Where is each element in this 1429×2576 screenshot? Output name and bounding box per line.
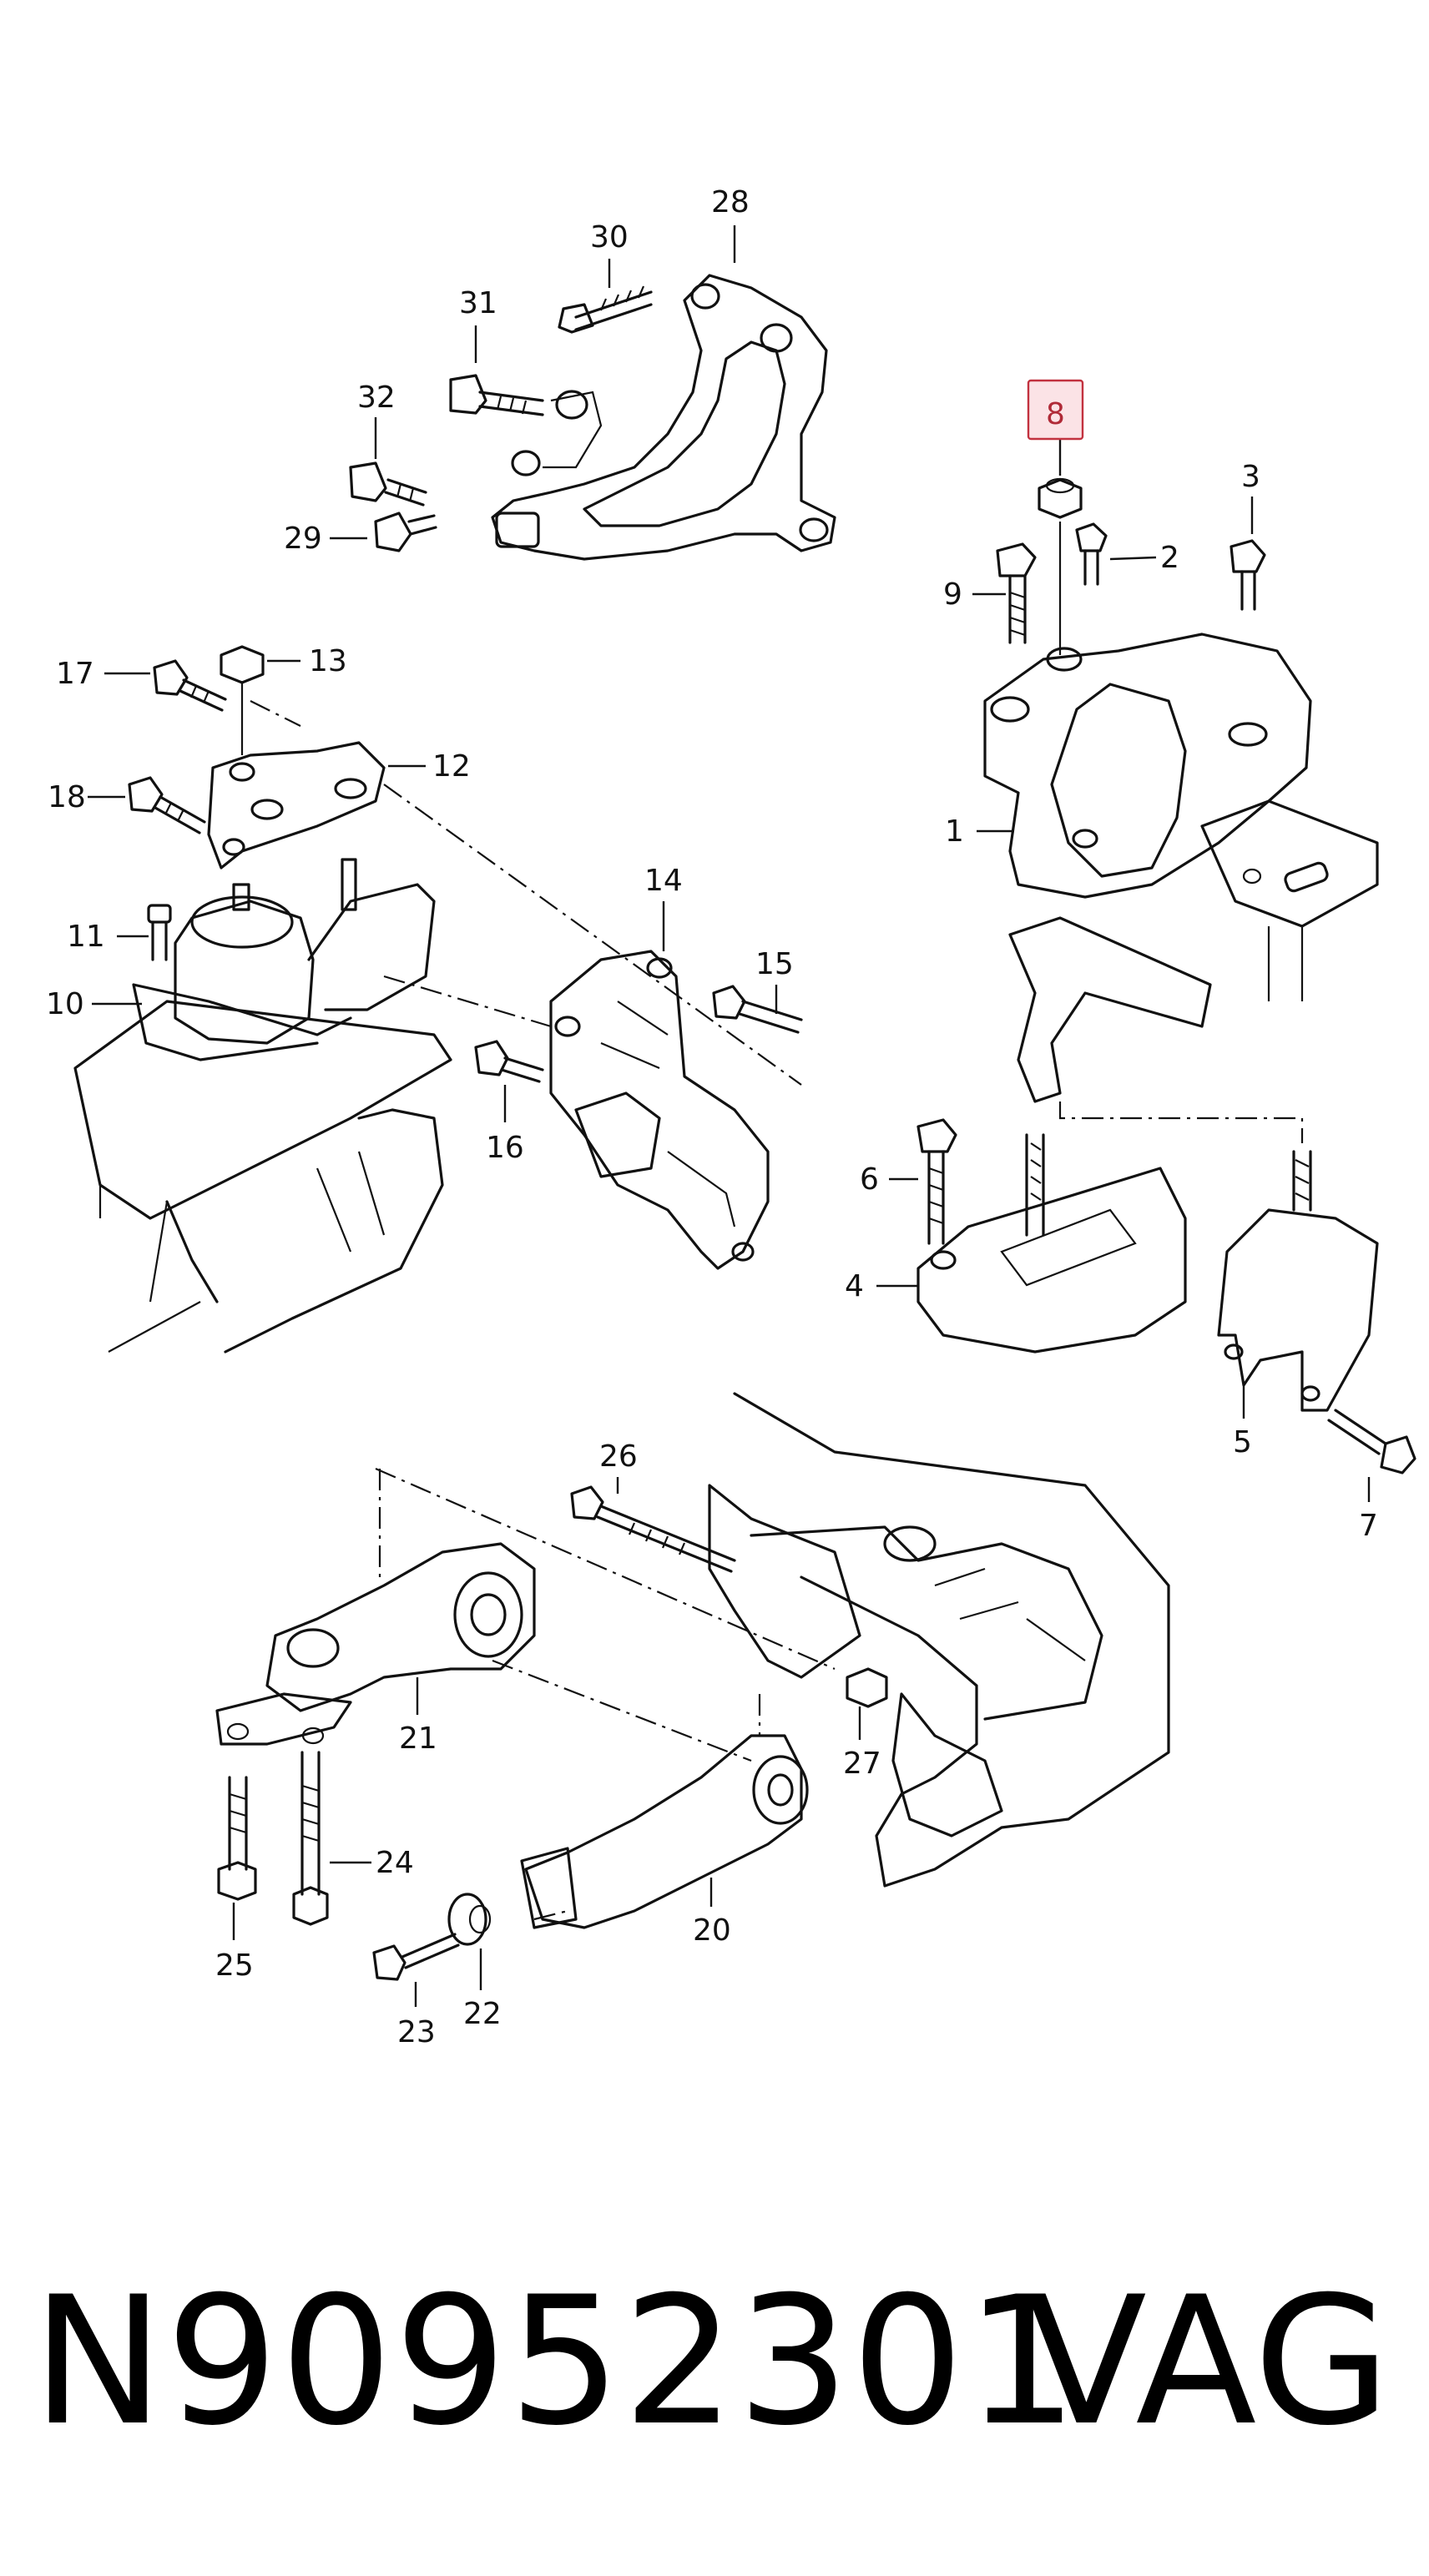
mount-bracket-14: [549, 950, 770, 1270]
callout-25: 25: [215, 1948, 254, 1983]
transmission-case: [73, 1000, 452, 1354]
callout-29: 29: [284, 522, 322, 556]
bolt-11: [147, 904, 172, 961]
callout-30: 30: [590, 220, 629, 255]
callout-21: 21: [399, 1722, 437, 1756]
bolt-16: [474, 1040, 544, 1083]
bolt-7: [1327, 1409, 1416, 1475]
callout-16: 16: [486, 1131, 524, 1165]
pendulum-support-21: [215, 1542, 536, 1746]
bracket-under-mount: [1008, 916, 1304, 1143]
callout-labels: 28 30 31 32 29 8 2 3 9 1 17 13 12 18 11 …: [46, 185, 1378, 2049]
callout-28: 28: [711, 185, 750, 219]
callout-11: 11: [67, 920, 105, 954]
bushing-22: [447, 1893, 492, 1946]
bolt-30: [558, 285, 653, 334]
bolt-25: [217, 1776, 257, 1901]
nut-8: [1038, 477, 1083, 655]
mount-5: [1217, 1150, 1379, 1412]
callout-1: 1: [945, 814, 964, 849]
callout-26: 26: [599, 1439, 638, 1474]
bolt-6: [916, 1118, 957, 1245]
exploded-parts-diagram: 28 30 31 32 29 8 2 3 9 1 17 13 12 18 11 …: [46, 185, 1416, 2049]
bolt-3: [1230, 539, 1266, 611]
torque-arm-20: [520, 1734, 809, 1929]
callout-3: 3: [1241, 460, 1260, 494]
callout-23: 23: [397, 2015, 436, 2049]
alignment-line-lower: [375, 1467, 836, 1921]
alignment-line-vertical: [378, 1469, 761, 1736]
engine-mount-1: [983, 633, 1379, 1001]
bolt-2: [1075, 522, 1108, 586]
callout-6: 6: [860, 1162, 879, 1197]
callout-32: 32: [357, 381, 396, 415]
callout-18: 18: [48, 780, 86, 814]
bolt-18: [128, 776, 206, 834]
callout-31: 31: [459, 286, 497, 320]
bolt-32: [349, 461, 427, 507]
bolt-24: [292, 1751, 329, 1926]
callout-15: 15: [755, 947, 794, 981]
bracket-12: [207, 741, 386, 870]
mount-4: [916, 1133, 1187, 1354]
callout-8: 8: [1046, 397, 1065, 431]
bolt-31: [449, 374, 544, 416]
subframe: [708, 1392, 1170, 1888]
bolt-29: [374, 512, 437, 552]
bolt-17: [153, 659, 227, 712]
callout-9: 9: [943, 577, 962, 612]
callout-14: 14: [644, 864, 683, 898]
callout-22: 22: [463, 1997, 502, 2031]
callout-20: 20: [693, 1913, 731, 1948]
callout-5: 5: [1233, 1425, 1252, 1459]
bolt-26: [570, 1485, 736, 1573]
bolt-15: [712, 985, 803, 1034]
callout-7: 7: [1359, 1509, 1378, 1543]
bolt-23: [372, 1933, 460, 1981]
callout-27: 27: [843, 1747, 881, 1781]
alignment-line-mid: [383, 975, 552, 1028]
nut-27: [846, 1667, 888, 1708]
nut-13: [220, 645, 265, 755]
callout-17: 17: [56, 657, 94, 691]
part-number: N90952301: [32, 2258, 1080, 2464]
callout-10: 10: [46, 987, 84, 1021]
engine-bracket-28: [491, 274, 836, 561]
callout-4: 4: [845, 1269, 864, 1303]
brand-name: VAG: [1025, 2258, 1391, 2464]
footer: N90952301 VAG: [0, 2236, 1429, 2487]
callout-24: 24: [376, 1846, 414, 1880]
leader-lines: [88, 225, 1371, 2007]
mount-10: [132, 858, 436, 1061]
highlight-box-8: [1027, 379, 1084, 441]
callout-12: 12: [432, 749, 471, 784]
callout-13: 13: [309, 644, 347, 678]
alignment-line-left: [250, 700, 802, 1086]
bolt-9: [996, 542, 1037, 644]
callout-2: 2: [1160, 541, 1179, 575]
